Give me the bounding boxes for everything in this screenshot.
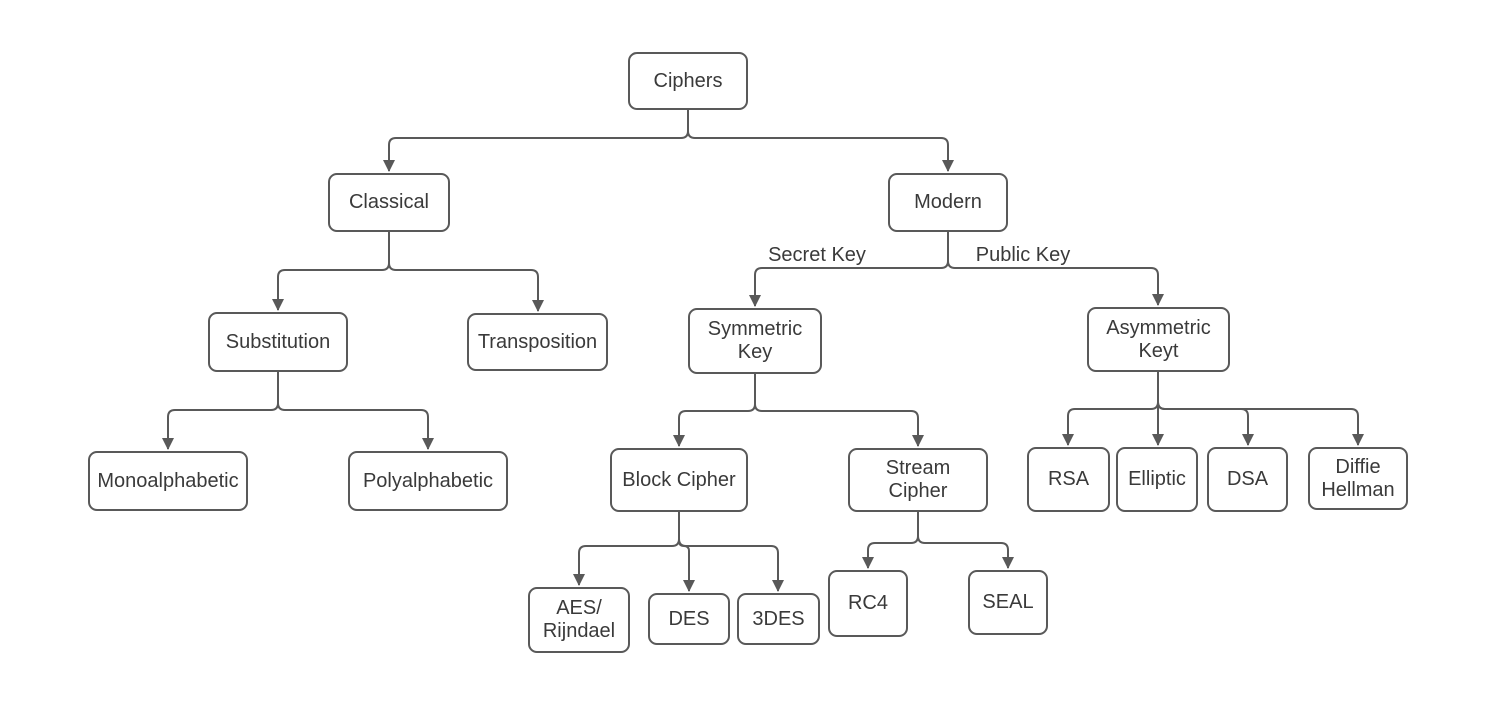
edge-stream-rc4 xyxy=(862,512,919,569)
edge-asymmetric-rsa xyxy=(1062,372,1159,446)
edge-modern-asymmetric xyxy=(947,232,1164,306)
node-rc4: RC4 xyxy=(828,570,908,637)
edge-block-3des xyxy=(678,512,784,592)
edge-classical-substitution xyxy=(272,232,390,311)
node-dsa: DSA xyxy=(1207,447,1288,512)
node-classical: Classical xyxy=(328,173,450,232)
node-block-cipher: Block Cipher xyxy=(610,448,748,512)
edge-substitution-polyalphabetic xyxy=(277,372,434,450)
node-symmetric-key: Symmetric Key xyxy=(688,308,822,374)
edge-ciphers-classical xyxy=(383,110,689,172)
edge-label-public-key: Public Key xyxy=(972,244,1074,267)
edge-block-aes xyxy=(573,512,680,586)
edge-asymmetric-diffie xyxy=(1157,372,1364,446)
edge-stream-seal xyxy=(917,512,1014,569)
node-modern: Modern xyxy=(888,173,1008,232)
node-substitution: Substitution xyxy=(208,312,348,372)
node-stream-cipher: Stream Cipher xyxy=(848,448,988,512)
node-3des: 3DES xyxy=(737,593,820,645)
edge-symmetric-stream xyxy=(754,374,924,447)
node-ciphers: Ciphers xyxy=(628,52,748,110)
edge-ciphers-modern xyxy=(687,110,954,172)
edge-symmetric-block xyxy=(673,374,756,447)
node-aes-rijndael: AES/ Rijndael xyxy=(528,587,630,653)
edge-classical-transposition xyxy=(388,232,544,312)
node-asymmetric-key: Asymmetric Keyt xyxy=(1087,307,1230,372)
node-des: DES xyxy=(648,593,730,645)
edge-label-secret-key: Secret Key xyxy=(765,244,869,267)
node-polyalphabetic: Polyalphabetic xyxy=(348,451,508,511)
node-diffie-hellman: Diffie Hellman xyxy=(1308,447,1408,510)
edge-substitution-monoalphabetic xyxy=(162,372,279,450)
node-rsa: RSA xyxy=(1027,447,1110,512)
node-elliptic: Elliptic xyxy=(1116,447,1198,512)
edge-block-des xyxy=(678,512,695,592)
node-monoalphabetic: Monoalphabetic xyxy=(88,451,248,511)
node-transposition: Transposition xyxy=(467,313,608,371)
node-seal: SEAL xyxy=(968,570,1048,635)
